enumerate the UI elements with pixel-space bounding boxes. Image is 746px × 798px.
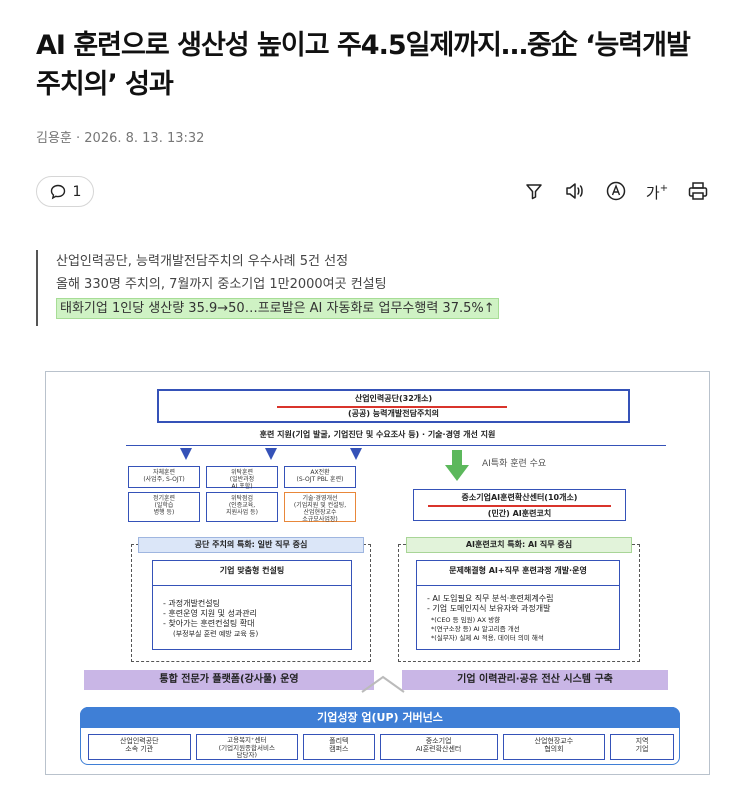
summary-line-1: 산업인력공단, 능력개발전담주치의 우수사례 5건 선정 [56, 254, 349, 269]
left-item-2: - 훈련운영 지원 및 성과관리 [163, 609, 258, 618]
comment-count: 1 [72, 183, 82, 200]
left-heading: 공단 주치의 특화: 일반 직무 중심 [138, 537, 364, 553]
left-item-4: (부정부실 훈련 예방 교육 등) [173, 630, 259, 638]
left-box-inspection: 위탁점검 (인증교육, 지원사업 등) [206, 492, 278, 522]
article-summary: 산업인력공단, 능력개발전담주치의 우수사례 5건 선정 올해 330명 주치의… [36, 250, 596, 326]
article-byline: 김용훈 · 2026. 8. 13. 13:32 [36, 131, 205, 146]
gov-cell-hrdk: 산업인력공단 소속 기관 [88, 734, 191, 760]
speaker-icon [566, 183, 583, 199]
font-size-button[interactable]: 가+ [645, 179, 669, 203]
filter-button[interactable] [522, 179, 546, 203]
left-item-3: - 찾아가는 훈련컨설팅 확대 [163, 619, 255, 628]
left-box-self-training: 자체훈련 (사업주, S-OJT) [128, 466, 200, 488]
summary-line-2: 올해 330명 주치의, 7월까지 중소기업 1만2000여곳 컨설팅 [56, 277, 387, 292]
gov-cell-employment-center: 고용복지⁺센터 (기업지원종합서비스 담당자) [195, 734, 299, 760]
right-item-4: *(연구소장 등) AI 알고리즘 개선 [431, 625, 520, 633]
left-box-consign-training: 위탁훈련 (일반과정 AI 포함) [206, 466, 278, 490]
up-chevron-icon [361, 675, 405, 693]
left-box-regular: 정기훈련 (일학습 병행 등) [128, 492, 200, 522]
governance-cells: 산업인력공단 소속 기관 고용복지⁺센터 (기업지원종합서비스 담당자) 폴리텍… [88, 734, 674, 760]
listen-button[interactable] [563, 179, 587, 203]
right-item-5: *(실무자) 실제 AI 적용, 데이터 의미 해석 [431, 634, 544, 642]
left-purple-bar: 통합 전문가 플랫폼(강사풀) 운영 [84, 670, 374, 690]
funnel-icon [526, 184, 542, 200]
right-item-3: *(CEO 등 임원) AX 방향 [431, 616, 501, 624]
gov-cell-local-firms: 지역 기업 [610, 734, 674, 760]
diagram-divider [126, 445, 666, 446]
ai-center-subtitle: (민간) AI훈련코치 [487, 509, 552, 518]
diagram-top-box: 산업인력공단(32개소) (공공) 능력개발전담주치의 [157, 389, 630, 423]
right-item-2: - 기업 도메인지식 보유자와 과정개발 [427, 604, 551, 613]
diagram-top-subtitle: (공공) 능력개발전담주치의 [347, 409, 440, 418]
article-toolbar: 1 가+ [36, 176, 710, 208]
blue-down-arrows [180, 448, 362, 460]
right-item-1: - AI 도입필요 직무 분석·훈련체계수립 [427, 594, 554, 603]
ai-center-box: 중소기업AI훈련확산센터(10개소) (민간) AI훈련코치 [413, 489, 626, 521]
article-headline: AI 훈련으로 생산성 높이고 주4.5일제까지…중企 ‘능력개발 주치의’ 성… [36, 30, 691, 100]
right-box-divider [417, 585, 619, 586]
right-box-title: 문제해결형 AI+직무 훈련과정 개발·운영 [449, 566, 587, 575]
governance-title: 기업성장 업(UP) 거버넌스 [80, 707, 680, 728]
font-size-label: 가 [645, 183, 660, 202]
comment-button[interactable]: 1 [36, 176, 94, 207]
left-box-title: 기업 맞춤형 컨설팅 [219, 566, 285, 575]
green-down-arrow [445, 450, 469, 481]
gov-cell-field-professors: 산업현장교수 협의회 [502, 734, 606, 760]
left-item-1: - 과정개발컨설팅 [163, 599, 220, 608]
right-heading: AI훈련코치 특화: AI 직무 중심 [406, 537, 632, 553]
gov-cell-ai-center: 중소기업 AI훈련확산센터 [379, 734, 498, 760]
font-size-icon: 가+ [645, 182, 669, 202]
ai-center-red-line [428, 505, 611, 507]
diagram-top-red-line [277, 406, 507, 408]
diagram-support-line: 훈련 지원(기업 발굴, 기업진단 및 수요조사 등) · 기술·경영 개선 지… [259, 430, 496, 439]
ai-center-title: 중소기업AI훈련확산센터(10개소) [461, 493, 578, 502]
summary-line-3-highlighted: 태화기업 1인당 생산량 35.9→50…프로발은 AI 자동화로 업무수행력 … [56, 298, 499, 319]
left-inner-box: 기업 맞춤형 컨설팅 - 과정개발컨설팅 - 훈련운영 지원 및 성과관리 - … [152, 560, 352, 650]
right-purple-bar: 기업 이력관리·공유 전산 시스템 구축 [402, 670, 668, 690]
translate-icon [606, 181, 626, 201]
speech-bubble-icon [50, 184, 65, 199]
right-inner-box: 문제해결형 AI+직무 훈련과정 개발·운영 - AI 도입필요 직무 분석·훈… [416, 560, 620, 650]
article-figure-diagram: 산업인력공단(32개소) (공공) 능력개발전담주치의 훈련 지원(기업 발굴,… [45, 371, 710, 775]
left-box-divider [153, 585, 351, 586]
ai-demand-label: AI특화 훈련 수요 [482, 459, 547, 469]
left-box-tech-mgmt: 기술·경영개선 (기업지원 및 컨설팅, 산업현장교수 소규모사업장) [284, 492, 356, 523]
diagram-top-title: 산업인력공단(32개소) [354, 394, 433, 403]
gov-cell-polytech: 폴리텍 캠퍼스 [303, 734, 375, 760]
printer-icon [688, 182, 708, 200]
translate-button[interactable] [604, 179, 628, 203]
left-box-ax: AX전환 (S-OJT PBL 훈련) [284, 466, 356, 488]
print-button[interactable] [686, 179, 710, 203]
